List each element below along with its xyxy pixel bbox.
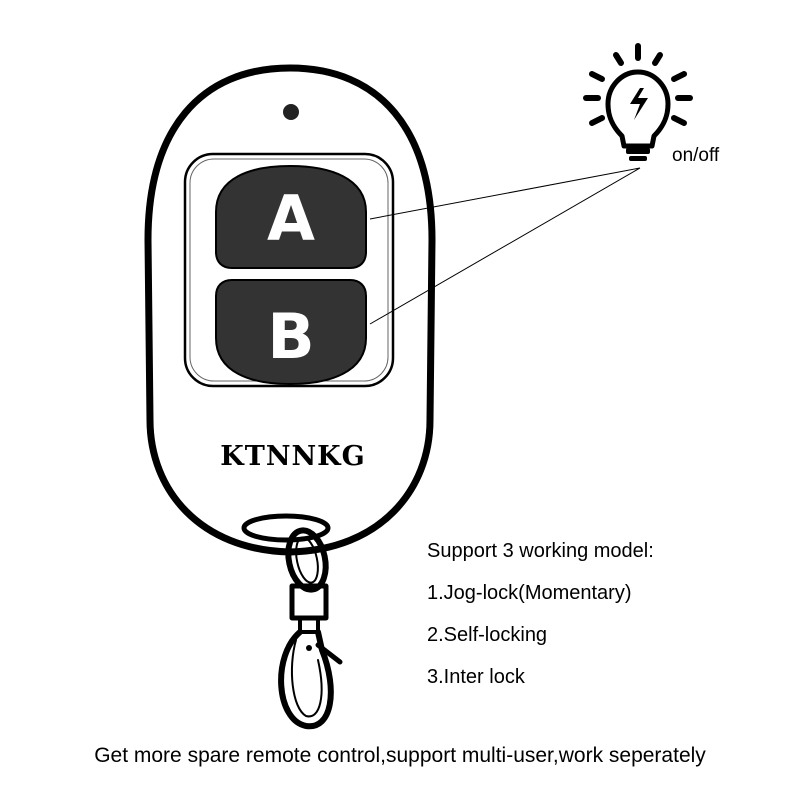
keychain-clasp <box>278 527 343 730</box>
remote-control: A B KTNNKG <box>144 64 436 556</box>
footer-caption: Get more spare remote control,support mu… <box>94 744 706 767</box>
clasp-lever <box>315 642 343 665</box>
button-b-label: B <box>267 300 314 373</box>
mode-item-3: 3.Inter lock <box>427 666 525 688</box>
lightbulb-icon: on/off <box>583 43 720 166</box>
connector-line-a <box>369 167 641 220</box>
split-ring-inner <box>295 536 319 584</box>
connector-lines <box>369 167 641 325</box>
clasp-hook <box>278 629 334 730</box>
swivel <box>289 583 329 621</box>
mode-item-1: 1.Jog-lock(Momentary) <box>427 582 632 604</box>
clasp-pivot <box>306 645 312 651</box>
indicator-led <box>283 104 299 120</box>
on-off-label: on/off <box>672 145 720 166</box>
button-a[interactable]: A <box>215 164 367 269</box>
split-ring <box>285 527 329 593</box>
modes-heading: Support 3 working model: <box>427 540 654 562</box>
button-b[interactable]: B <box>215 279 367 386</box>
connector-line-b <box>369 167 641 325</box>
brand-logo: KTNNKG <box>220 441 365 472</box>
clasp-gate <box>290 639 323 718</box>
button-a-label: A <box>267 182 315 255</box>
mode-item-2: 2.Self-locking <box>427 624 548 646</box>
swivel-neck <box>298 616 320 634</box>
